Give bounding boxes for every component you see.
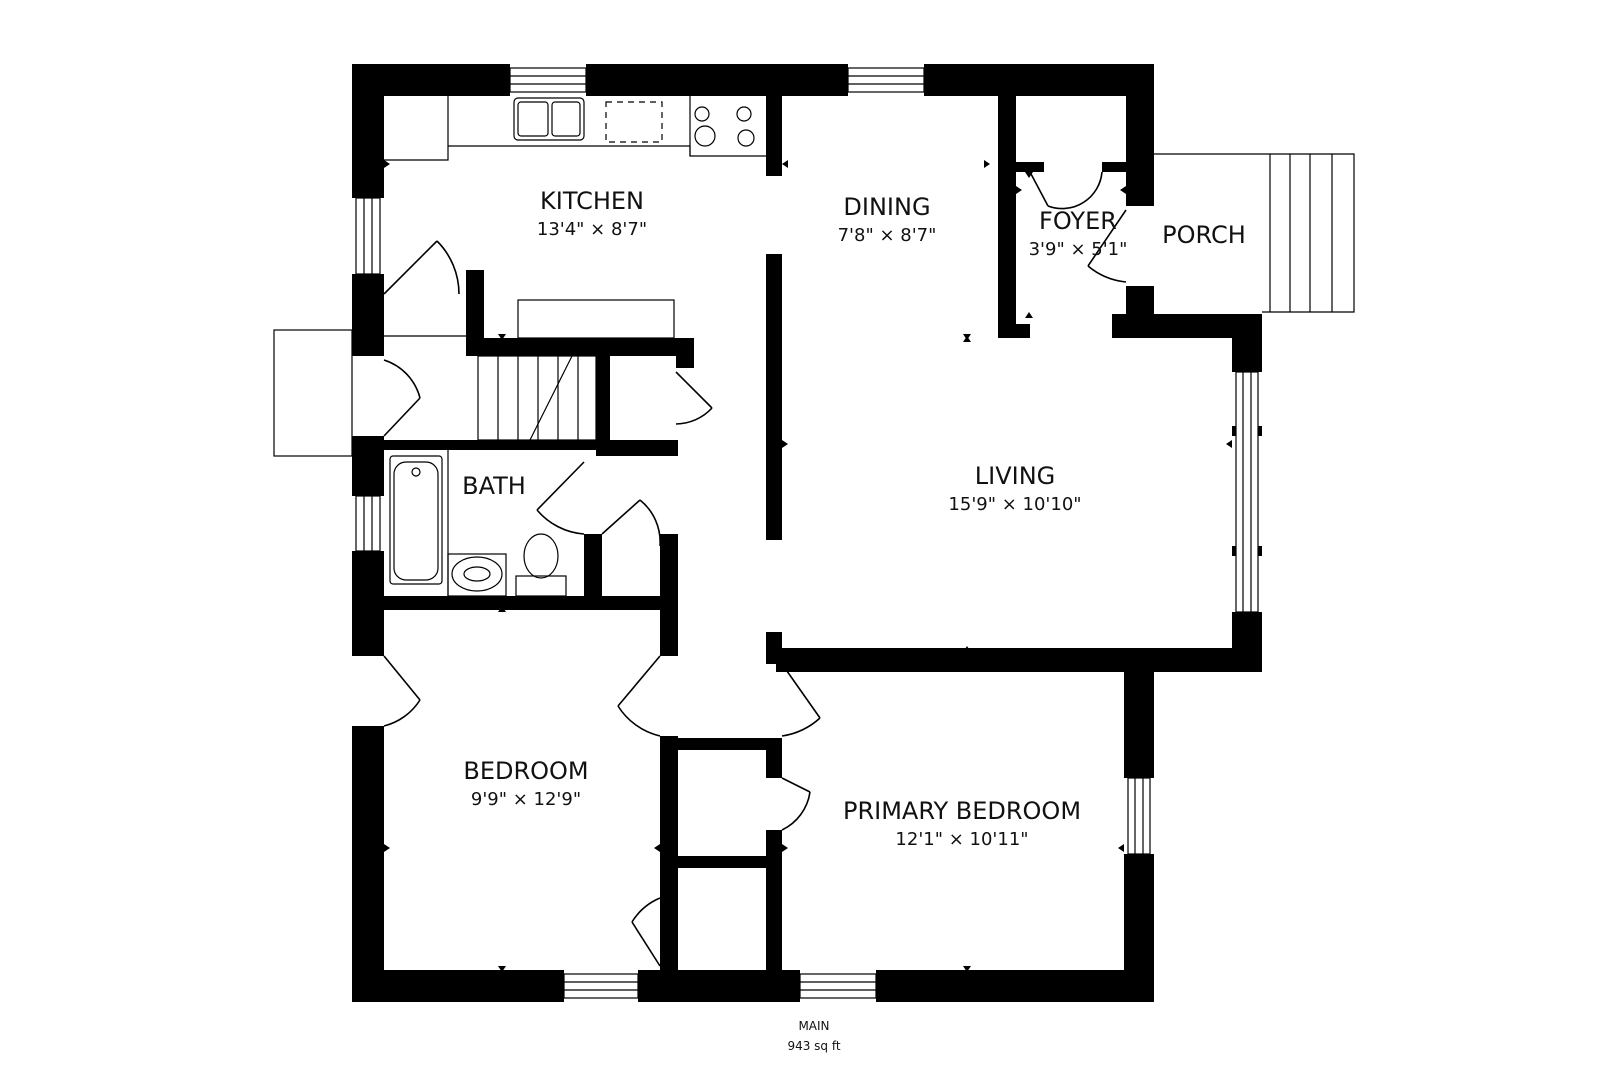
floor-area: 943 sq ft [787,1039,840,1053]
room-name-dining: DINING [843,193,930,221]
room-name-primary-bedroom: PRIMARY BEDROOM [843,797,1081,825]
room-dims-bedroom: 9'9" × 12'9" [471,789,581,810]
room-name-porch: PORCH [1162,221,1246,249]
floor-caption: MAIN 943 sq ft [787,1019,840,1053]
floor-name: MAIN [798,1019,829,1033]
room-dims-foyer: 3'9" × 5'1" [1029,239,1128,260]
room-name-living: LIVING [975,462,1056,490]
exterior-walls [352,64,1262,1002]
doors [383,171,1127,967]
room-dims-dining: 7'8" × 8'7" [838,225,937,246]
fixtures [273,96,1355,597]
windows [355,67,1259,999]
room-dims-primary-bedroom: 12'1" × 10'11" [895,829,1028,850]
interior-walls [384,96,1126,970]
room-name-foyer: FOYER [1039,207,1117,235]
room-name-bath: BATH [462,472,526,500]
room-dims-living: 15'9" × 10'10" [948,494,1081,515]
dimension-ticks [384,86,1232,972]
room-labels: KITCHEN 13'4" × 8'7" DINING 7'8" × 8'7" … [462,187,1246,850]
room-name-kitchen: KITCHEN [540,187,644,215]
room-name-bedroom: BEDROOM [463,757,588,785]
room-dims-kitchen: 13'4" × 8'7" [537,219,647,240]
